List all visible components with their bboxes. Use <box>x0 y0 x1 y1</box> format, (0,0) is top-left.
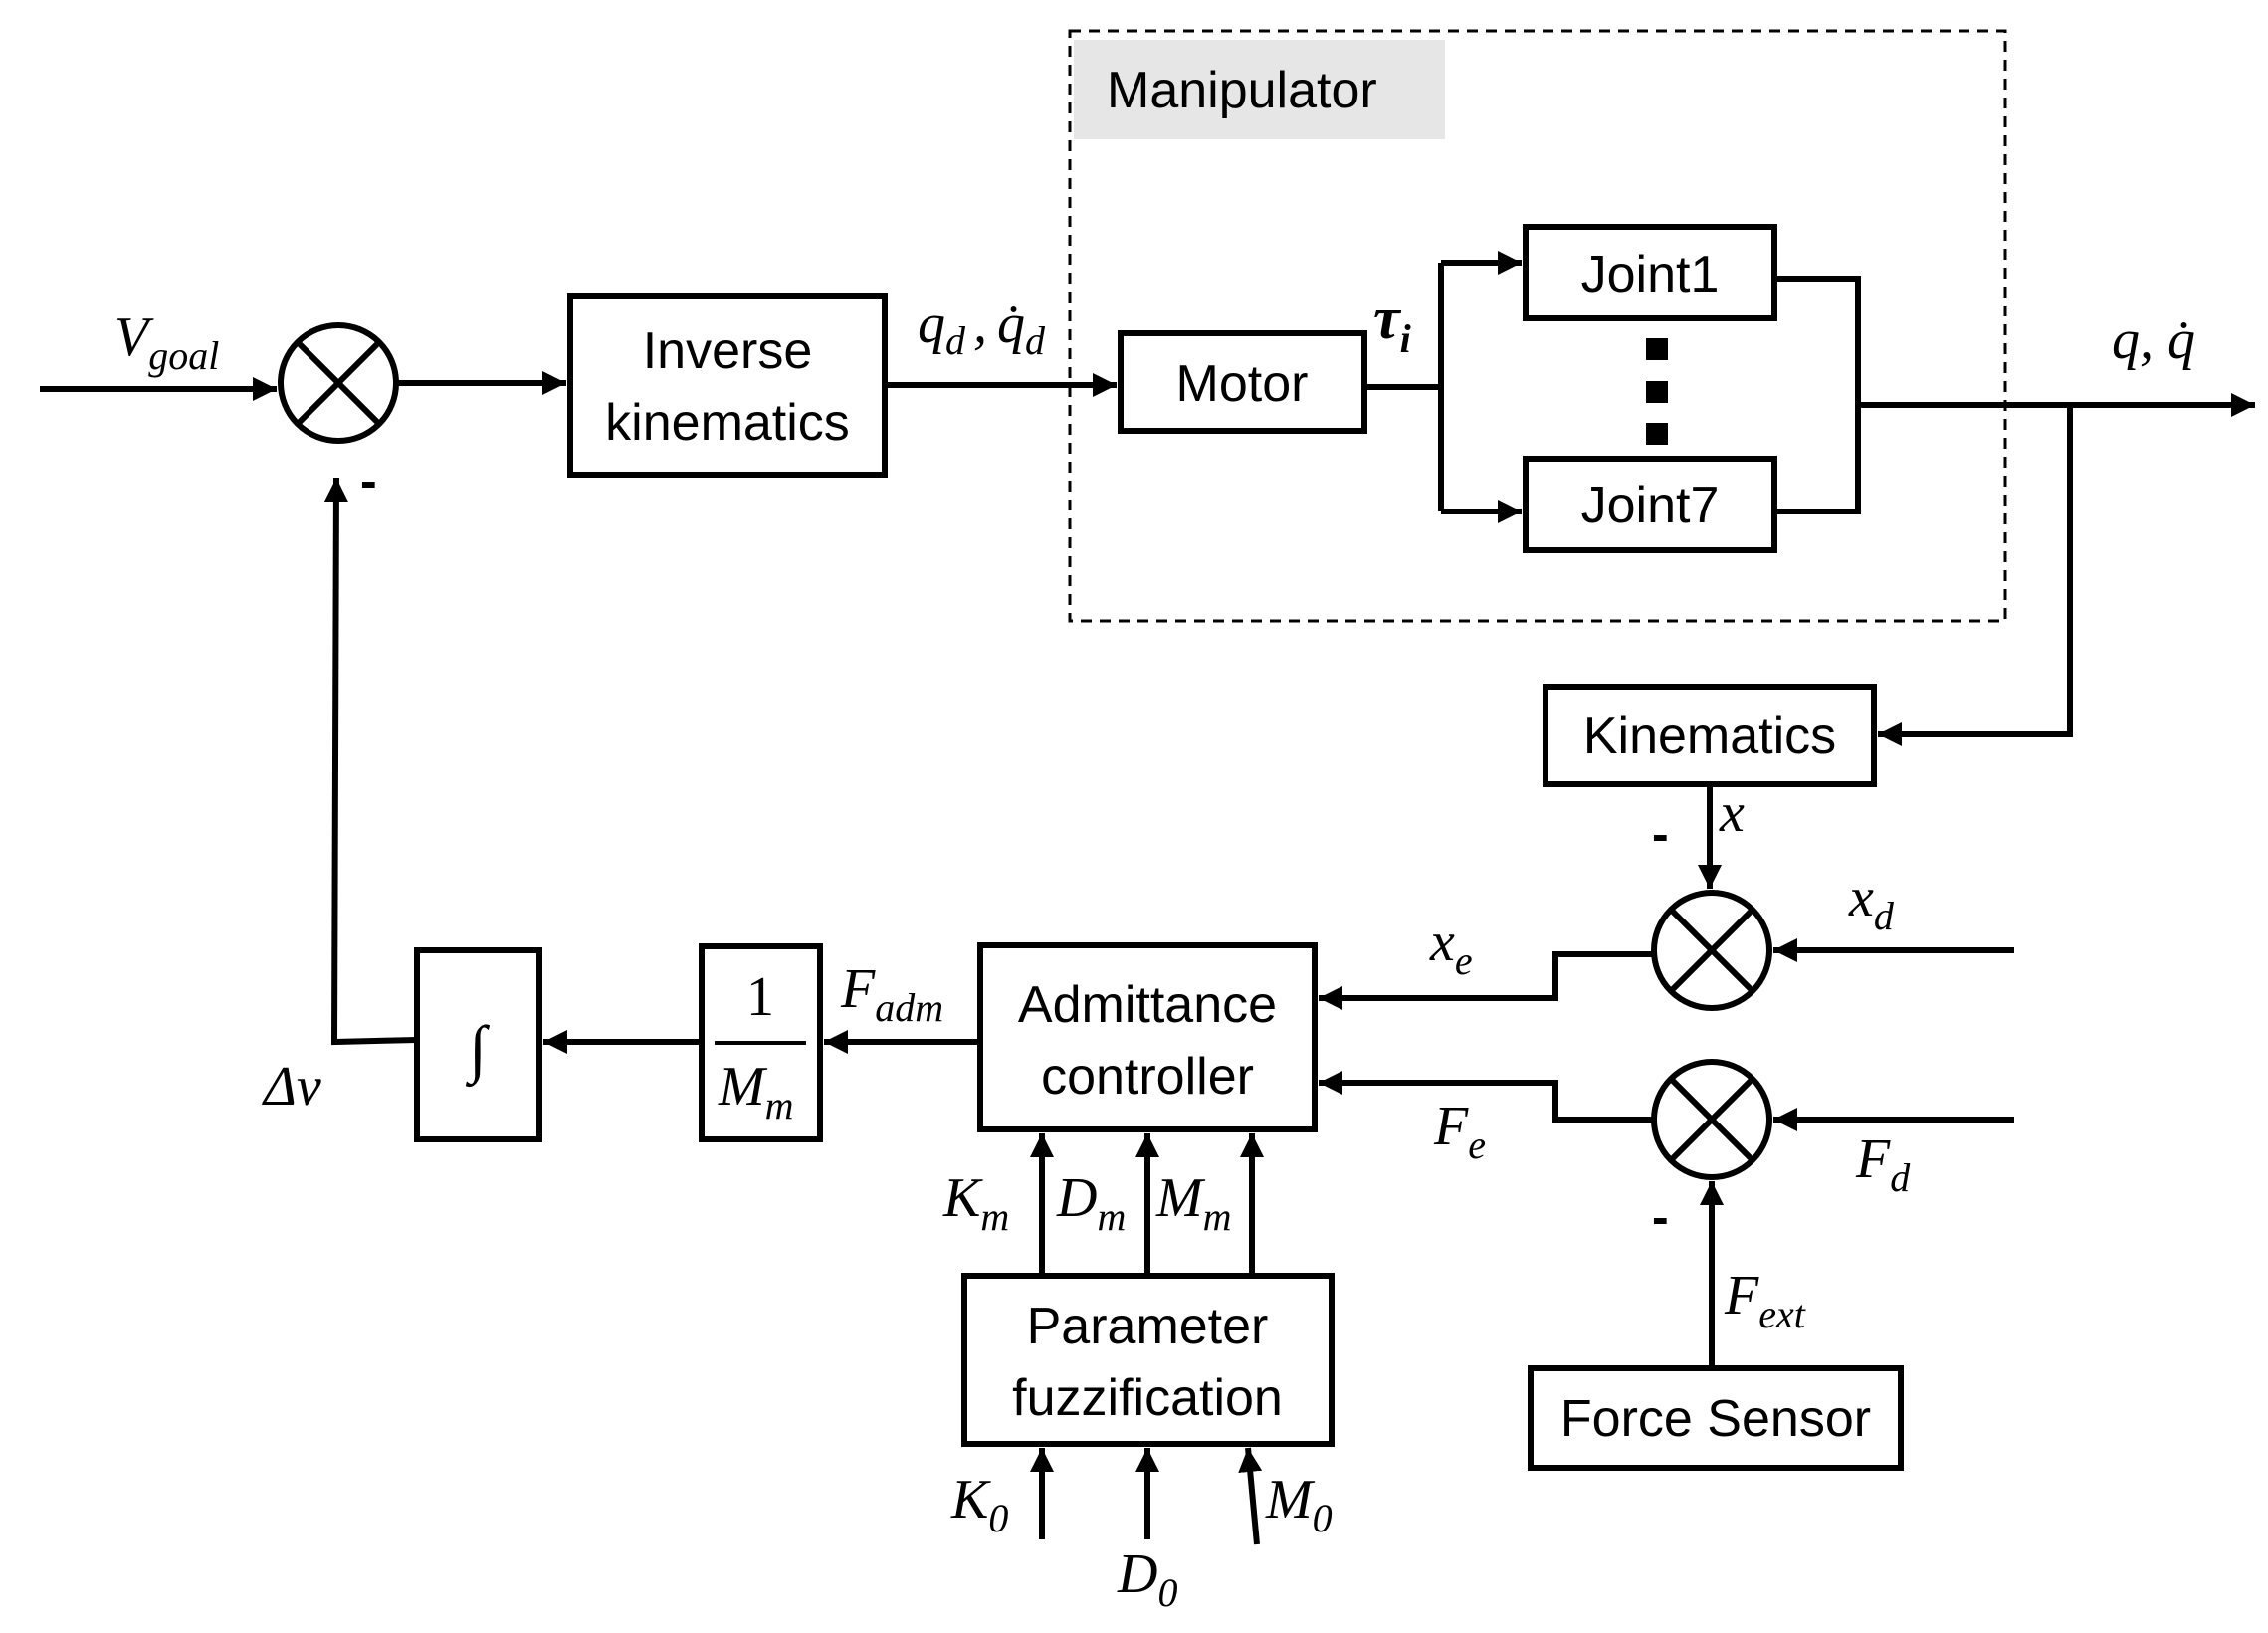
fadm-label: Fadm <box>840 958 943 1030</box>
position-sum-minus-sign: - <box>1652 806 1669 862</box>
mm-label: Mm <box>1155 1167 1232 1239</box>
inverse-mass-numerator: 1 <box>746 966 774 1028</box>
inverse-kinematics-block: Inverse kinematics <box>567 293 888 478</box>
delta-v-label: Δv <box>262 1056 321 1118</box>
summing-junction-velocity <box>278 322 399 444</box>
joint1-label: Joint1 <box>1581 246 1720 304</box>
integrator-symbol: ∫ <box>465 1013 490 1088</box>
output-to-kinematics-arrow <box>1878 405 2073 746</box>
inverse-mass-denominator: Mm <box>718 1056 794 1127</box>
dm-label: Dm <box>1056 1167 1126 1239</box>
motor-block: Motor <box>1118 330 1367 434</box>
admittance-controller-label-line1: Admittance <box>1018 976 1277 1034</box>
integrator-block: ∫ <box>414 947 542 1142</box>
kinematics-block: Kinematics <box>1543 684 1877 787</box>
manipulator-group: Manipulator <box>1068 29 2007 623</box>
position-error-to-admittance-arrow <box>1319 951 1654 1010</box>
kinematics-label: Kinematics <box>1583 708 1836 765</box>
vgoal-label: Vgoal <box>114 306 219 378</box>
joint7-block: Joint7 <box>1523 456 1777 553</box>
m0-to-fuzzification-arrow <box>1238 1447 1263 1545</box>
d0-label: D0 <box>1117 1543 1177 1615</box>
m0-label: M0 <box>1265 1469 1333 1540</box>
k0-label: K0 <box>950 1469 1008 1540</box>
summing-junction-force <box>1651 1059 1772 1180</box>
x-label: x <box>1719 782 1745 844</box>
parameter-fuzzification-label-line1: Parameter <box>1027 1298 1269 1355</box>
parameter-fuzzification-block: Parameter fuzzification <box>961 1273 1335 1447</box>
joint-ellipsis <box>1646 338 1668 445</box>
inverse-mass-block: 1 Mm <box>699 943 823 1142</box>
fd-label: Fd <box>1855 1128 1911 1200</box>
admittance-controller-label-line2: controller <box>1041 1048 1254 1106</box>
q-output-label: q, q̇ <box>2112 309 2195 371</box>
xe-label: xe <box>1429 912 1473 983</box>
fext-label: Fext <box>1724 1265 1806 1336</box>
force-sensor-label: Force Sensor <box>1560 1390 1871 1448</box>
inverse-kinematics-label-line1: Inverse <box>643 322 813 380</box>
fe-label: Fe <box>1433 1096 1486 1167</box>
joint7-label: Joint7 <box>1581 477 1720 534</box>
velocity-sum-minus-sign: - <box>360 453 377 509</box>
inverse-kinematics-label-line2: kinematics <box>605 394 850 452</box>
force-error-to-admittance-arrow <box>1319 1071 1654 1123</box>
summing-junction-position <box>1651 890 1772 1011</box>
q-desired-label: qd,q̇d <box>918 294 1046 363</box>
admittance-controller-block: Admittance controller <box>977 942 1318 1132</box>
parameter-fuzzification-label-line2: fuzzification <box>1012 1369 1283 1427</box>
torque-label: τi <box>1373 286 1411 361</box>
integrator-feedback-line <box>323 477 418 1046</box>
manipulator-title: Manipulator <box>1107 62 1377 119</box>
signal-lines <box>40 251 2255 1545</box>
xd-label: xd <box>1848 867 1895 938</box>
joint1-block: Joint1 <box>1523 224 1777 321</box>
joints-output-bus <box>1774 276 1861 514</box>
manipulator-title-background <box>1074 40 1445 139</box>
km-label: Km <box>942 1167 1009 1239</box>
manipulator-boundary <box>1068 29 2007 623</box>
force-sum-minus-sign: - <box>1652 1189 1669 1245</box>
motor-label: Motor <box>1176 355 1309 413</box>
force-sensor-block: Force Sensor <box>1528 1365 1904 1471</box>
